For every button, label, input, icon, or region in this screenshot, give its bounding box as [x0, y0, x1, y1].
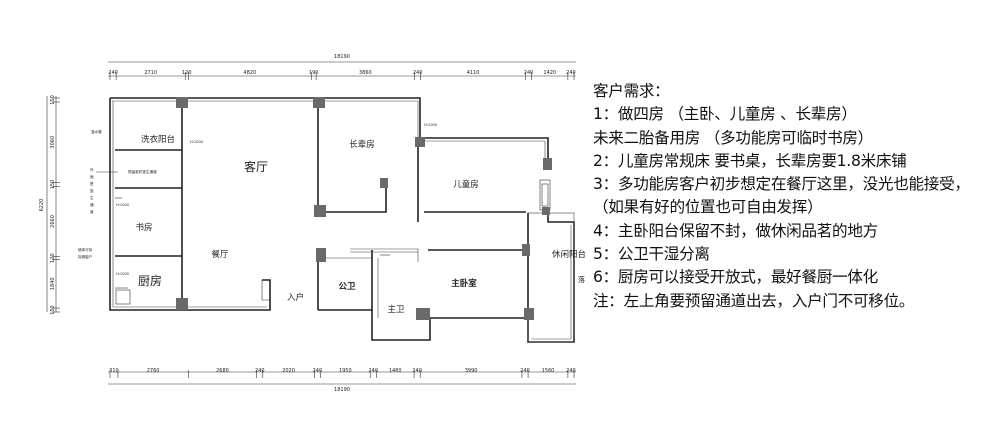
room-master-bath: 主卫 [387, 304, 405, 315]
room-elder: 长辈房 [349, 139, 375, 150]
dim-label: 120 [50, 253, 56, 263]
requirement-line-7: 5：公卫干湿分离 [593, 245, 710, 264]
escape-note-4: 逃 [90, 188, 94, 193]
dim-label: 2710 [144, 70, 157, 76]
room-leisure-balcony: 休闲阳台 [552, 249, 586, 260]
client-requirements: 客户需求： 1：做四房 （主卧、儿童房 、长辈房） 未来二胎备用房 （多功能房可… [593, 80, 998, 313]
left-total-dim: 6220 [39, 199, 45, 212]
escape-note-5: 生 [90, 195, 94, 200]
dim-label: 4110 [467, 70, 480, 76]
dim-label: 310 [109, 368, 119, 374]
dim-label: 240 [412, 368, 422, 374]
plan-notes: H:1000 H:1000 H:1000 H:1000 落水管 预留临时逃生通道… [78, 123, 585, 284]
room-master-bedroom: 主卧室 [451, 278, 477, 289]
fall-note: 落 [578, 275, 585, 284]
dim-label: 1480 [389, 368, 402, 374]
dim-label: 240 [255, 368, 265, 374]
dim-label: 240 [520, 368, 530, 374]
dim-label: 240 [368, 368, 378, 374]
dim-label: 240 [313, 368, 323, 374]
dim-label: 120 [182, 70, 192, 76]
dim-label: 2660 [50, 215, 56, 228]
downpipe-note: 落水管 [91, 129, 102, 134]
wall-note-2: 除做窗户 [78, 254, 93, 259]
dim-label: 240 [524, 70, 534, 76]
dim-label: 4820 [243, 70, 256, 76]
room-study: 书房 [135, 222, 152, 233]
requirement-line-9: 注：左上角要预留通道出去，入户门不可移位。 [593, 291, 915, 310]
dim-label: 150 [50, 305, 56, 315]
dim-label: 2760 [147, 368, 160, 374]
columns [176, 97, 552, 320]
room-kids: 儿童房 [453, 179, 479, 190]
requirement-line-3: 2：儿童房常规床 要书桌，长辈房要1.8米床铺 [593, 151, 907, 170]
room-living: 客厅 [244, 159, 268, 174]
dim-label: 1560 [542, 368, 555, 374]
room-laundry-balcony: 洗衣阳台 [141, 134, 175, 145]
dim-label: 3860 [359, 70, 372, 76]
dim-label: 1840 [50, 277, 56, 290]
top-total-dim: 18190 [334, 54, 350, 60]
escape-note-2: 面 [90, 174, 94, 179]
requirement-line-1: 1：做四房 （主卧、儿童房 、长辈房） [593, 105, 857, 124]
requirement-line-2: 未来二胎备用房 （多功能房可临时书房） [593, 128, 873, 147]
dim-label: 240 [566, 368, 576, 374]
room-dining: 餐厅 [211, 250, 229, 260]
dim-label: 3990 [465, 368, 478, 374]
left-dim-labels: 150 3060 150 2660 120 1840 150 [50, 95, 60, 315]
dim-label: 150 [50, 180, 56, 190]
wall-note-1: 墙体可拆 [78, 247, 93, 252]
room-public-bath: 公卫 [338, 282, 356, 292]
height-note-living: H:1000 [190, 140, 204, 144]
escape-note-3: 是 [90, 181, 94, 186]
escape-note-6: 通 [90, 202, 94, 207]
top-dimension-lines: 18190 240 2710 120 4820 190 3860 240 4110 240 142… [108, 54, 576, 80]
requirement-line-6: 4：主卧阳台保留不封，做休闲品茗的地方 [593, 221, 878, 240]
height-note-study: H:1000 [116, 203, 130, 207]
entrance-label: 入户 [287, 292, 304, 303]
requirement-line-8: 6：厨房可以接受开放式，最好餐厨一体化 [593, 268, 878, 287]
dim-label: 2020 [282, 368, 295, 374]
room-labels: 洗衣阳台 客厅 长辈房 儿童房 书房 厨房 餐厅 公卫 主卫 主卧室 休闲阳台 … [135, 134, 586, 315]
dim-label: 1420 [543, 70, 556, 76]
bottom-total-dim: 18190 [334, 387, 350, 393]
dim-label: 240 [566, 70, 576, 76]
bottom-dim-labels: 310 2760 2680 240 2020 240 1950 240 1480 240 3990 2… [109, 368, 576, 378]
reserve-door-note: 预留临时逃生通道 [128, 169, 157, 174]
height-note-kids: H:1000 [424, 123, 438, 127]
escape-note-1: 外 [90, 167, 94, 172]
escape-note-7: 道 [90, 209, 94, 214]
dim-label: 1950 [339, 368, 352, 374]
left-dimension-lines: 6220 150 3060 150 2660 120 1840 150 [39, 95, 60, 315]
dim-label: 2680 [216, 368, 229, 374]
dim-label: 240 [108, 70, 118, 76]
height-note-kitchen: H:1000 [116, 272, 130, 276]
dim-label: 240 [413, 70, 423, 76]
room-kitchen: 厨房 [138, 273, 162, 288]
floor-plan: 18190 240 2710 120 4820 190 3860 240 4110 240 142… [39, 54, 586, 393]
bottom-dimension-lines: 18190 310 2760 2680 240 2020 240 1950 240 1480 24… [108, 368, 576, 393]
dim-label: 3060 [50, 136, 56, 149]
requirements-title: 客户需求： [593, 82, 670, 100]
requirement-line-5: （如果有好的位置也可自由发挥） [593, 198, 823, 217]
dim-label: 150 [50, 95, 56, 105]
dim-label: 190 [309, 70, 319, 76]
requirement-line-4: 3：多功能房客户初步想定在餐厅这里，没光也能接受， [593, 175, 970, 194]
top-dim-labels: 240 2710 120 4820 190 3860 240 4110 240 1420 240 [108, 70, 576, 80]
